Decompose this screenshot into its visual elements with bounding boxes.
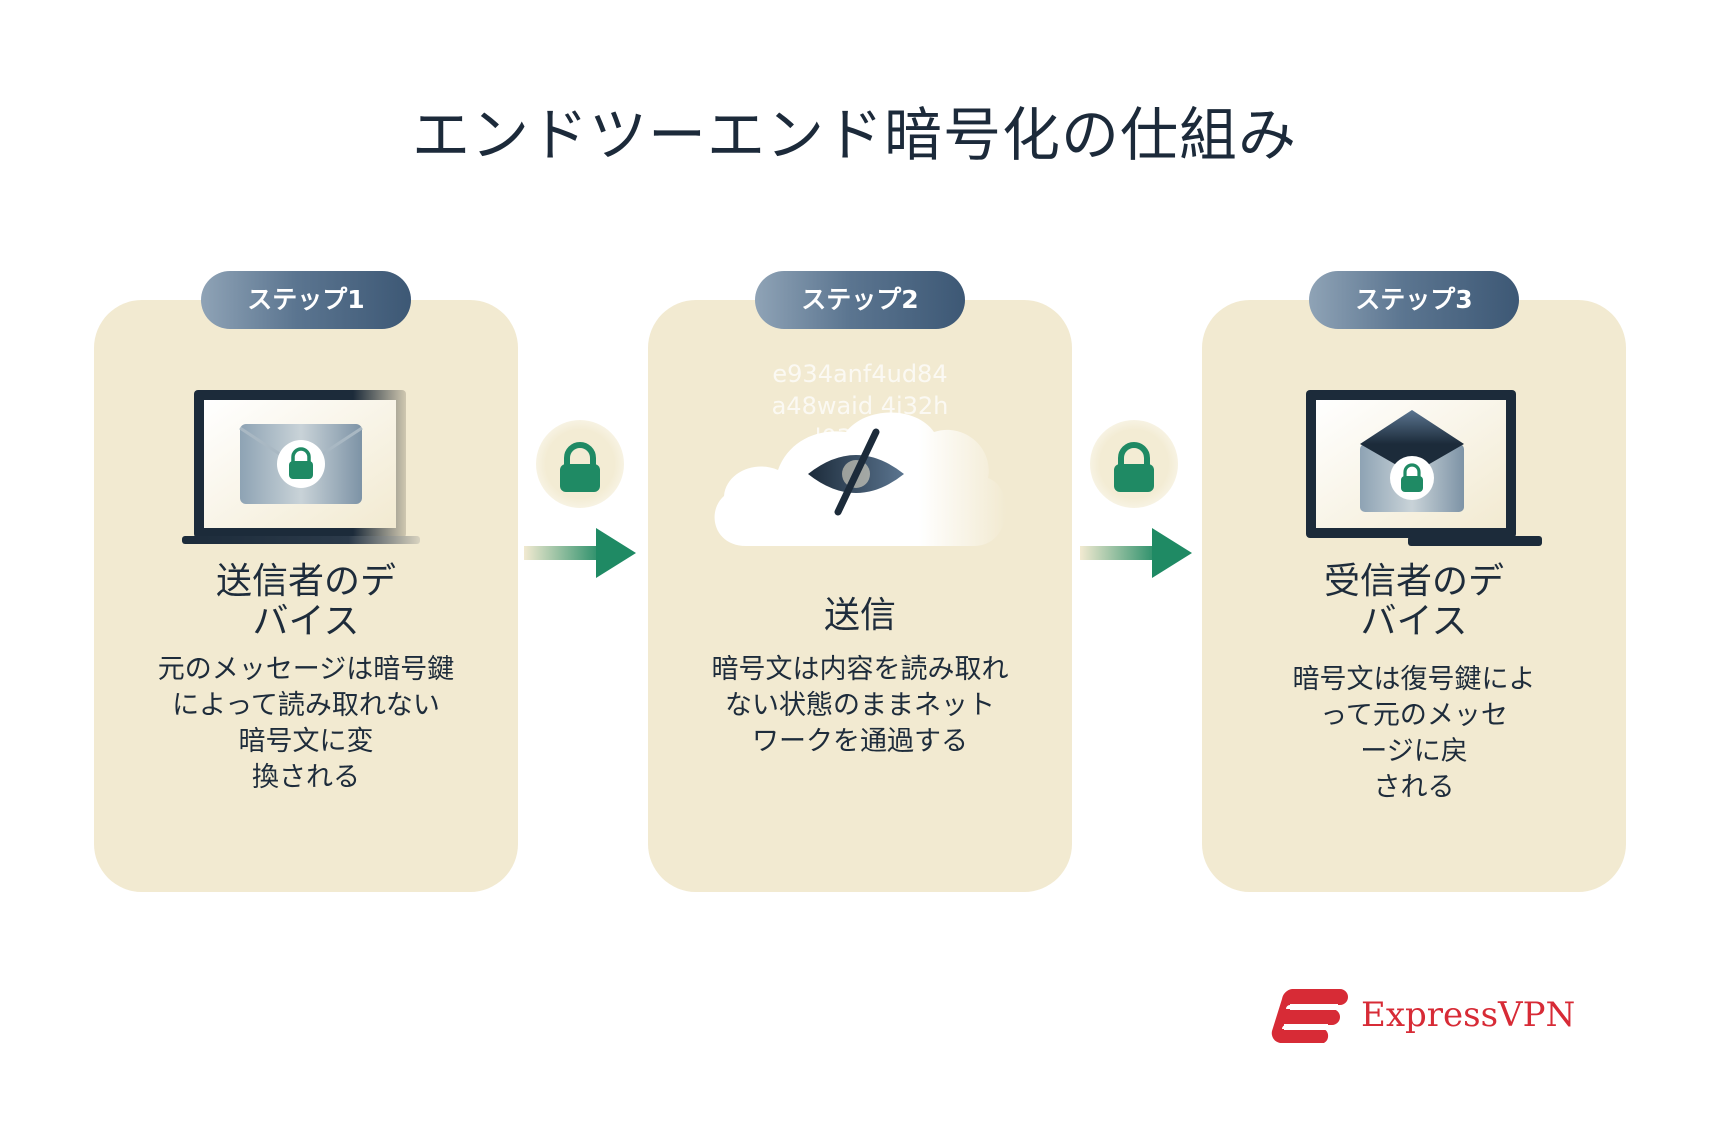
- step-3-badge: ステップ3: [1309, 271, 1519, 329]
- page-title: エンドツーエンド暗号化の仕組み: [411, 101, 1297, 169]
- step-1-description-line: によって読み取れない: [172, 690, 440, 721]
- step-2-description-line: ない状態のままネット: [725, 690, 995, 721]
- step-2-card: e934anf4ud84 a48waid 4j32h l03 43h 送信 暗号…: [648, 300, 1072, 892]
- step-1-description: 元のメッセージは暗号鍵 によって読み取れない 暗号文に変 換される: [94, 652, 518, 796]
- step-1-badge: ステップ1: [201, 271, 411, 329]
- lock-icon: [560, 442, 600, 492]
- cloud-hidden-eye-icon: [714, 412, 1007, 546]
- lock-icon: [1114, 442, 1154, 492]
- arrow-right-icon: [1080, 528, 1192, 578]
- step-1-heading-line: バイス: [252, 601, 360, 642]
- step-1-card: 送信者のデ バイス 元のメッセージは暗号鍵 によって読み取れない 暗号文に変 換…: [94, 300, 518, 892]
- step-2-heading-line: 送信: [823, 595, 896, 636]
- step-3-heading-line: 受信者のデ: [1323, 561, 1504, 602]
- step-2-description: 暗号文は内容を読み取れ ない状態のままネット ワークを通過する: [648, 652, 1072, 760]
- step-2-description-line: 暗号文は内容を読み取れ: [711, 654, 1009, 685]
- step-3-description-line: ージに戻: [1360, 736, 1468, 767]
- step-3-description: 暗号文は復号鍵によ って元のメッセ ージに戻 される: [1202, 662, 1626, 806]
- step-2-badge: ステップ2: [755, 271, 965, 329]
- step-3-heading-line: バイス: [1360, 601, 1468, 642]
- ciphertext-line: a48waid 4j32h: [771, 392, 949, 420]
- ciphertext-line: e934anf4ud84: [772, 360, 948, 388]
- connector-2-lock-bubble: [1090, 420, 1178, 508]
- step-2-heading: 送信: [648, 596, 1072, 636]
- step-2-description-line: ワークを通過する: [752, 726, 968, 757]
- brand-name: ExpressVPN: [1361, 995, 1576, 1035]
- step-3-description-line: って元のメッセ: [1320, 700, 1508, 731]
- step-3-card: 受信者のデ バイス 暗号文は復号鍵によ って元のメッセ ージに戻 される: [1202, 300, 1626, 892]
- step-1-description-line: 暗号文に変: [238, 726, 374, 757]
- laptop-envelope-lock-icon: [182, 390, 420, 544]
- step-1-heading-line: 送信者のデ: [215, 561, 396, 602]
- step-1-description-line: 元のメッセージは暗号鍵: [157, 654, 455, 685]
- connector-1-lock-bubble: [536, 420, 624, 508]
- step-1-heading: 送信者のデ バイス: [94, 562, 518, 642]
- step-3-heading: 受信者のデ バイス: [1202, 562, 1626, 642]
- arrow-right-icon: [524, 528, 636, 578]
- step-3-description-line: される: [1373, 772, 1455, 803]
- step-1-description-line: 換される: [252, 762, 360, 793]
- laptop-open-envelope-lock-icon: [1306, 390, 1542, 546]
- step-3-description-line: 暗号文は復号鍵によ: [1292, 664, 1536, 695]
- expressvpn-logo-icon: [1271, 989, 1348, 1043]
